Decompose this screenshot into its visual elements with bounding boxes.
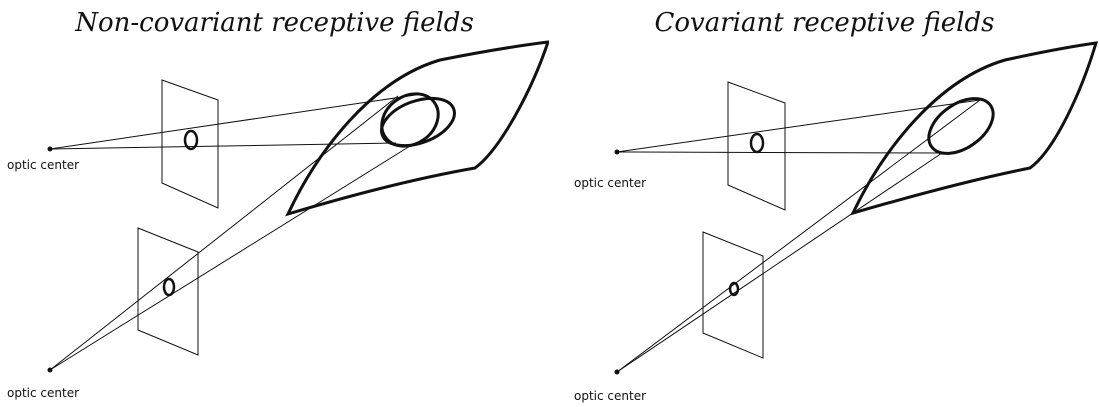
optic-center-label-bottom: optic center [7,386,80,400]
surface-patch [850,41,1099,216]
projection-ray [616,99,981,153]
panel-non-covariant: Non-covariant receptive fields optic cen… [0,0,549,407]
backprojected-region [927,97,995,155]
non-covariant-diagram [47,40,549,373]
optic-center-label-bottom: optic center [574,389,647,403]
projection-ray [49,145,411,371]
optic-center-label-top: optic center [7,158,80,172]
projection-ray [616,151,943,154]
optic-center-label-top: optic center [574,176,647,190]
projection-ray [49,142,397,150]
covariant-diagram [614,41,1099,375]
image-plane-top [727,81,786,211]
projection-ray [616,152,943,373]
optic-center-bottom-point [47,367,53,373]
image-plane-bottom [702,231,764,359]
projection-ray [49,93,423,150]
backprojected-region-top [380,92,440,148]
receptive-field-bottom [728,281,740,297]
panel-title: Covariant receptive fields [654,8,995,38]
image-plane-bottom [137,227,199,356]
surface-patch [285,40,549,217]
image-plane-top [161,79,219,209]
optic-center-top-point [47,146,53,152]
optic-center-bottom-point [614,369,620,375]
panel-covariant: Covariant receptive fields optic center … [550,0,1099,407]
receptive-field-bottom [162,277,176,297]
optic-center-top-point [614,149,620,155]
receptive-field-top [749,132,765,154]
panel-title: Non-covariant receptive fields [75,8,474,38]
projection-ray [49,95,399,371]
backprojected-region-bottom [380,96,456,148]
receptive-field-top [183,129,199,151]
projection-ray [616,99,981,373]
